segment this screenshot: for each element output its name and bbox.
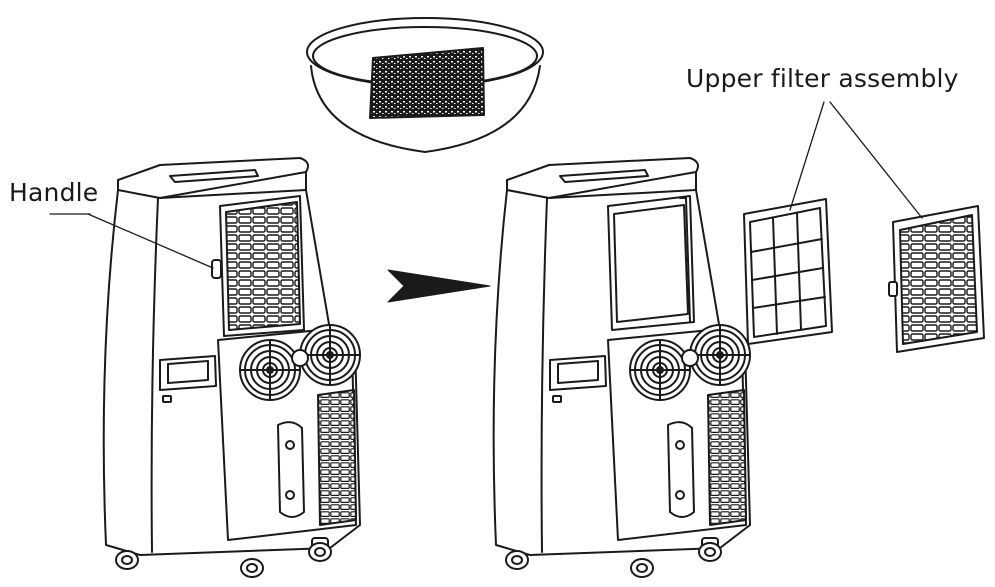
arrow-icon	[387, 269, 491, 303]
leader-lines	[49, 101, 923, 269]
air-conditioner-unit-left	[102, 157, 361, 578]
handle-label: Handle	[9, 178, 99, 207]
air-conditioner-unit-right	[492, 157, 751, 578]
filter-frame-mesh	[743, 198, 833, 345]
upper-filter-assembly-label: Upper filter assembly	[686, 64, 959, 93]
filter-grille-cover	[888, 205, 985, 353]
wash-bowl	[306, 17, 544, 153]
